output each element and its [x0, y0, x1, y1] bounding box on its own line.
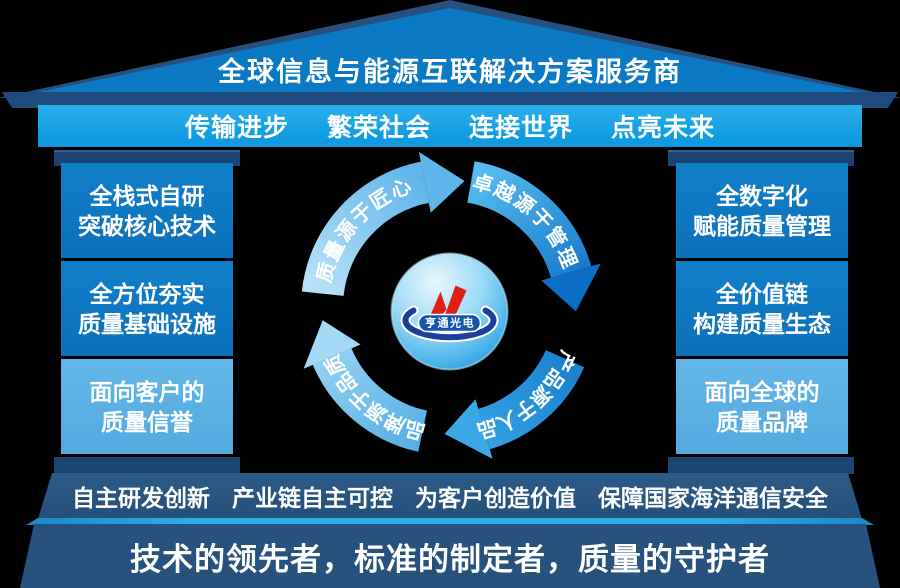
left-pillar-capital	[54, 150, 240, 166]
cycle-arrowhead-4	[303, 320, 361, 369]
company-logo: 亨通光电	[390, 252, 509, 371]
cycle-arrowhead-1	[418, 151, 465, 213]
box-text-line: 质量信誉	[101, 408, 193, 435]
left-pillar-pedestal	[54, 457, 240, 474]
box-text-line: 质量品牌	[716, 408, 808, 435]
right-pillar-box-3: 面向全球的 质量品牌	[676, 359, 848, 454]
logo-banner	[417, 313, 482, 333]
cycle-arc-4	[312, 347, 428, 452]
cycle-arc-1	[301, 161, 430, 297]
cycle-arc-3	[477, 349, 585, 450]
cycle-arrowhead-2	[541, 263, 601, 312]
bottom-beam-phrase: 为客户创造价值	[415, 485, 576, 511]
box-text-line: 全价值链	[716, 280, 808, 307]
right-pillar-capital	[668, 150, 854, 166]
cycle-arc-2	[466, 161, 592, 279]
quality-cycle-ring: 质量源于匠心 卓越源于管理 产品源于人品 品牌源于品质 亨通光电	[301, 151, 601, 459]
bottom-beam-phrase: 产业链自主可控	[232, 485, 393, 511]
logo-text: 亨通光电	[425, 315, 475, 329]
box-text-line: 面向客户的	[89, 378, 205, 405]
box-text-line: 构建质量生态	[693, 310, 831, 337]
bottom-beam-phrase: 自主研发创新	[72, 485, 210, 511]
box-text-line: 面向全球的	[704, 378, 820, 405]
box-text-line: 全栈式自研	[89, 182, 205, 209]
right-pillar-box-1: 全数字化 赋能质量管理	[676, 163, 848, 258]
logo-red-wing-left	[429, 291, 447, 320]
roof-title: 全球信息与能源互联解决方案服务商	[218, 57, 682, 87]
box-text-line: 突破核心技术	[78, 212, 216, 239]
beam-phrase: 连接世界	[469, 114, 574, 142]
box-text-line: 全数字化	[716, 182, 808, 209]
logo-red-wing-right	[443, 285, 467, 322]
base-plinth: 技术的领先者，标准的制定者，质量的守护者	[20, 524, 880, 588]
beam-phrase: 传输进步	[184, 114, 289, 142]
left-pillar-box-2: 全方位夯实 质量基础设施	[61, 261, 233, 356]
roof-eave-strip	[2, 92, 898, 108]
bottom-beam: 自主研发创新 产业链自主可控 为客户创造价值 保障国家海洋通信安全	[38, 473, 862, 519]
beam-phrase: 点亮未来	[611, 114, 716, 142]
base-slogan: 技术的领先者，标准的制定者，质量的守护者	[130, 541, 770, 577]
right-pillar-pedestal	[668, 457, 854, 474]
left-pillar-box-3: 面向客户的 质量信誉	[61, 359, 233, 454]
left-pillar-box-1: 全栈式自研 突破核心技术	[61, 163, 233, 258]
cycle-arrowhead-3	[444, 399, 493, 459]
base-highlight-line	[26, 518, 874, 525]
beam-phrase: 繁荣社会	[326, 114, 431, 142]
top-beam: 传输进步 繁荣社会 连接世界 点亮未来	[38, 105, 862, 147]
logo-swoosh	[402, 307, 497, 341]
right-pillar-box-2: 全价值链 构建质量生态	[676, 261, 848, 356]
box-text-line: 质量基础设施	[78, 310, 216, 337]
box-text-line: 全方位夯实	[89, 280, 205, 307]
bottom-beam-phrase: 保障国家海洋通信安全	[598, 485, 828, 511]
box-text-line: 赋能质量管理	[693, 212, 831, 239]
